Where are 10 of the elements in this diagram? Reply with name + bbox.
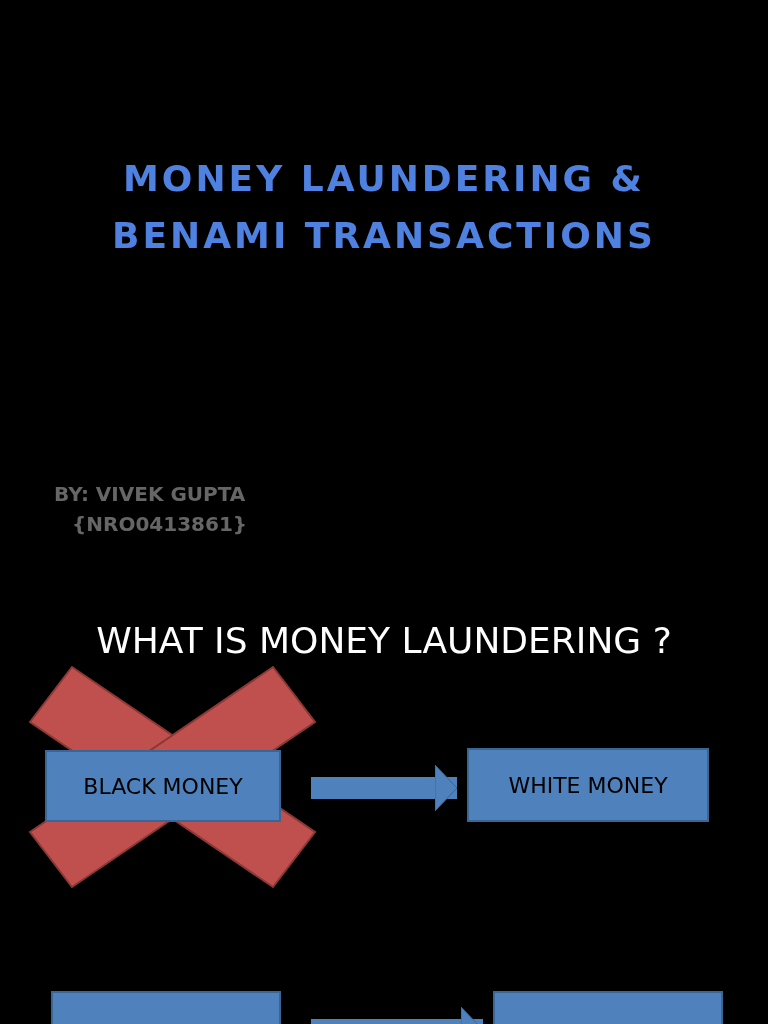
process-box [467, 748, 709, 822]
slide-title: MONEY LAUNDERING & BENAMI TRANSACTIONS [111, 157, 657, 258]
box-label: BLACK MONEY [83, 773, 243, 799]
process-box [45, 750, 281, 822]
slide-heading: WHAT IS MONEY LAUNDERING ? [95, 620, 673, 661]
author-name: BY: VIVEK GUPTA [54, 482, 246, 506]
block-arrow [311, 1006, 484, 1024]
block-arrow [311, 764, 458, 812]
box-label: WHITE MONEY [508, 772, 668, 798]
roll-number: {NRO0413861} [72, 512, 248, 536]
